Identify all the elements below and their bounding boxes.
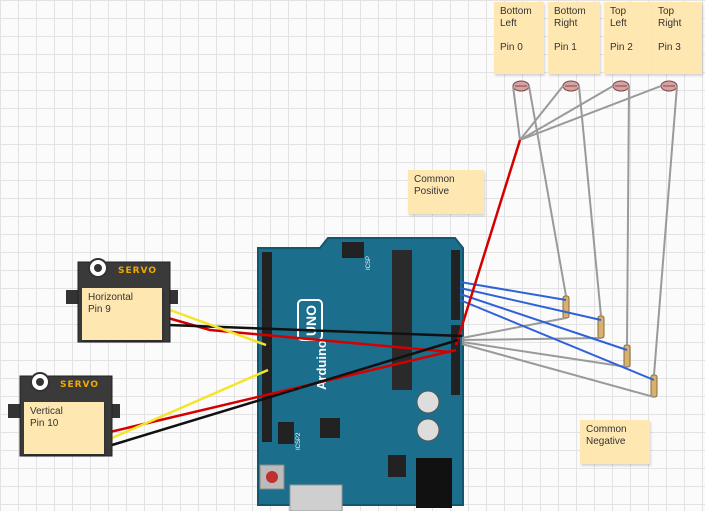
photoresistor-bottom-left (512, 80, 530, 92)
servo-title-horizontal: SERVO (118, 266, 158, 276)
icsp2-label: ICSP2 (296, 432, 302, 450)
servo-note-horizontal: Horizontal Pin 9 (82, 288, 162, 340)
power-header (392, 250, 412, 390)
icsp2-header (278, 422, 294, 444)
common-positive-line1: Common (414, 174, 455, 185)
red-wires (109, 139, 522, 434)
label-bottom-left: Bottom Left Pin 0 (494, 2, 544, 74)
blue-wires (459, 281, 655, 381)
digital-header (262, 252, 272, 442)
capacitor-1 (416, 390, 440, 414)
photoresistor-top-right (660, 80, 678, 92)
resistors (562, 295, 658, 398)
label-bottom-right-line1: Bottom (554, 6, 586, 17)
right-header-top (451, 250, 460, 320)
uno-label: UNO (303, 305, 319, 336)
common-negative-line1: Common (586, 424, 627, 435)
photoresistor-bottom-right (562, 80, 580, 92)
icsp-label: ICSP (366, 256, 372, 270)
servo-note-vertical: Vertical Pin 10 (24, 402, 104, 454)
label-bottom-left-pin: Pin 0 (500, 42, 523, 53)
icsp-header (342, 242, 364, 258)
gray-wires (461, 85, 678, 398)
arduino-uno-board: UNO Arduino ICSP ICSP2 (257, 237, 464, 511)
servo-horizontal-pin: Pin 9 (88, 304, 111, 315)
label-top-right: Top Right Pin 3 (652, 2, 702, 74)
label-top-left-pin: Pin 2 (610, 42, 633, 53)
label-top-right-pin: Pin 3 (658, 42, 681, 53)
photoresistor-top-left (612, 80, 630, 92)
servo-vertical-pin: Pin 10 (30, 418, 59, 429)
label-top-left-line1: Top (610, 6, 627, 17)
label-bottom-right: Bottom Right Pin 1 (548, 2, 600, 74)
yellow-wires (111, 308, 269, 440)
label-bottom-right-line2: Right (554, 18, 578, 29)
voltage-regulator (388, 455, 406, 477)
label-bottom-right-pin: Pin 1 (554, 42, 577, 53)
usb-port (289, 484, 343, 511)
arduino-label: Arduino (314, 340, 329, 390)
label-common-negative: Common Negative (580, 420, 650, 464)
capacitor-2 (416, 418, 440, 442)
label-bottom-left-line2: Left (500, 18, 517, 29)
power-jack (416, 458, 452, 508)
label-top-right-line2: Right (658, 18, 682, 29)
right-header-bottom (451, 325, 460, 395)
label-top-left-line2: Left (610, 18, 627, 29)
common-positive-line2: Positive (414, 186, 450, 197)
common-negative-line2: Negative (586, 436, 626, 447)
label-bottom-left-line1: Bottom (500, 6, 532, 17)
servo-vertical-label: Vertical (30, 406, 63, 417)
label-common-positive: Common Positive (408, 170, 484, 214)
microcontroller-chip (320, 418, 340, 438)
servo-title-vertical: SERVO (60, 380, 100, 390)
label-top-right-line1: Top (658, 6, 675, 17)
servo-horizontal-label: Horizontal (88, 292, 134, 303)
label-top-left: Top Left Pin 2 (604, 2, 652, 74)
